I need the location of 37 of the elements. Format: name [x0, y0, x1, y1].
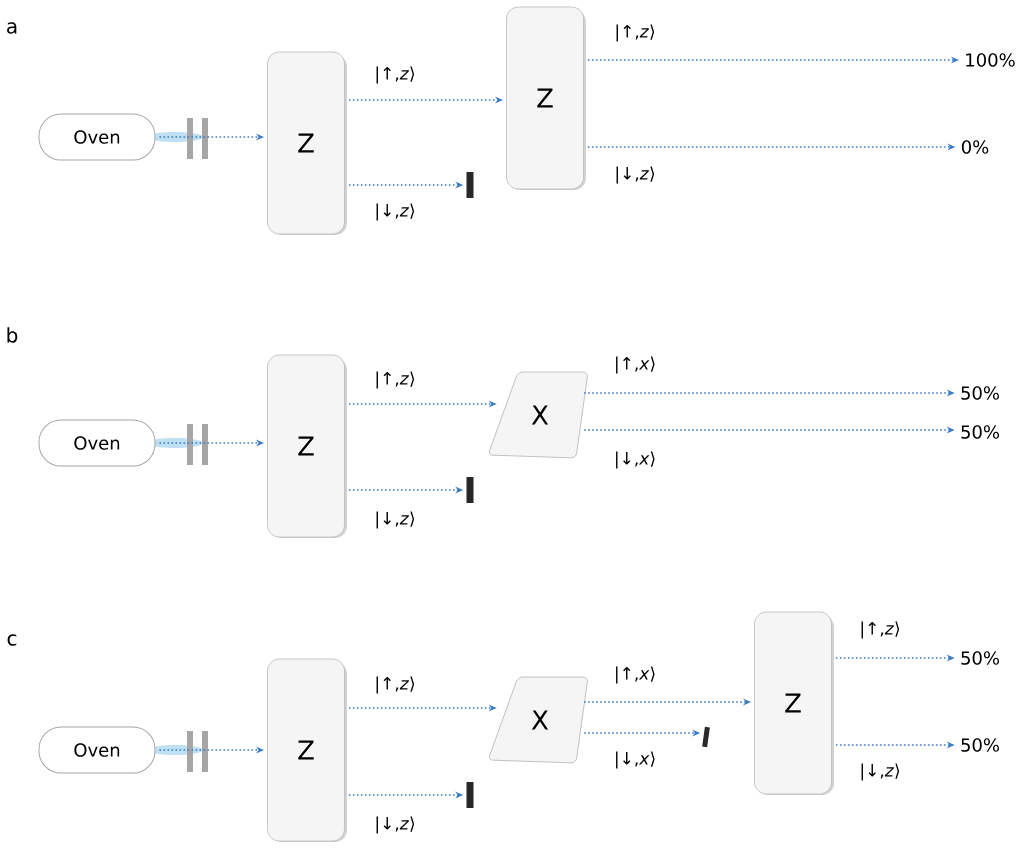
- oven-box: Oven: [38, 113, 156, 161]
- magnet-box: Z: [506, 6, 586, 190]
- edge-label: |↓,z⟩: [858, 762, 902, 782]
- edge-label: |↑,z⟩: [373, 675, 417, 695]
- panel-letter: b: [7, 327, 18, 343]
- percentage-text: 50%: [961, 386, 999, 400]
- edge-label: |↓,z⟩: [613, 165, 657, 185]
- edge-label: |↑,z⟩: [613, 23, 657, 43]
- panel-letter: a: [7, 22, 17, 34]
- edge-label: |↓,z⟩: [373, 202, 417, 222]
- oven-box: Oven: [38, 419, 156, 467]
- magnet-box: Z: [267, 51, 347, 235]
- percentage-text: 100%: [966, 53, 1015, 67]
- edge-label: |↓,z⟩: [373, 815, 417, 835]
- edge-label: |↑,z⟩: [373, 65, 417, 85]
- edge-label: |↓,z⟩: [373, 510, 417, 530]
- edge-label: |↓,x⟩: [612, 750, 658, 770]
- percentage-text: 50%: [961, 738, 999, 752]
- edge-label: |↑,z⟩: [373, 370, 417, 390]
- magnet-box: Z: [267, 658, 347, 842]
- magnet-box: Z: [754, 611, 834, 795]
- oven-box: Oven: [38, 726, 156, 774]
- edge-label: |↑,x⟩: [612, 355, 658, 375]
- edge-label: |↓,x⟩: [612, 450, 658, 470]
- edge-label: |↑,z⟩: [858, 620, 902, 640]
- percentage-text: 0%: [961, 140, 989, 154]
- magnet-box: X: [489, 676, 588, 764]
- magnet-box: X: [489, 371, 588, 459]
- beam-stop: [466, 782, 474, 808]
- percentage-text: 50%: [961, 425, 999, 439]
- beam-stop: [466, 172, 474, 198]
- edge-label: |↑,x⟩: [612, 665, 658, 685]
- percentage-text: 50%: [961, 651, 999, 665]
- panel-letter: c: [7, 634, 17, 646]
- magnet-box: Z: [267, 354, 347, 538]
- beam-stop: [702, 726, 710, 748]
- beam-stop: [466, 477, 474, 503]
